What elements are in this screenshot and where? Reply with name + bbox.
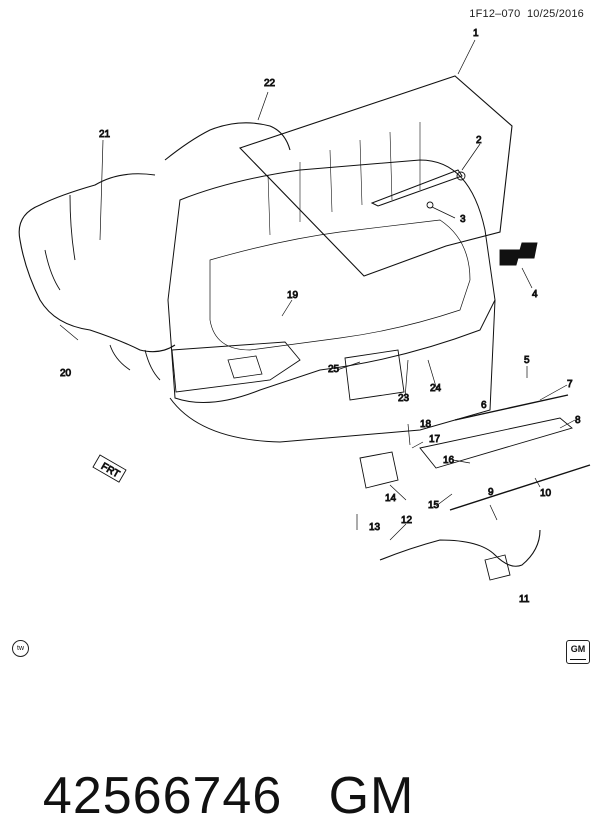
wiper-pivot: [456, 171, 466, 181]
liftgate-inner-contour: [209, 219, 471, 351]
callout-2: 2: [476, 135, 482, 146]
actuator-harness: [379, 529, 541, 567]
liftgate-lower-panel: [169, 299, 496, 443]
callout-24: 24: [430, 383, 442, 394]
liftgate-panel: [167, 159, 496, 403]
gm-badge-logo: GM: [566, 640, 590, 664]
callout-20: 20: [60, 368, 72, 379]
callout-25: 25: [328, 364, 340, 375]
wiring-harness-left: [18, 173, 176, 353]
harness-connector: [484, 554, 511, 581]
callout-14: 14: [385, 493, 397, 504]
wiring-harness-branch: [44, 194, 161, 381]
bowtie-emblem: [499, 242, 538, 266]
wiper-arm: [370, 169, 463, 207]
liftgate-exploded-diagram: 1 2 3 4 5 6 7 8 9 10 11 12 13 14 15 16 1…: [18, 28, 591, 605]
footer-part-number-brand: 42566746 GM: [12, 706, 414, 826]
callout-18: 18: [420, 419, 432, 430]
callout-16: 16: [443, 455, 455, 466]
callout-21: 21: [99, 129, 111, 140]
callout-11: 11: [519, 594, 530, 605]
callout-8: 8: [575, 415, 581, 426]
part-number: 42566746: [42, 767, 283, 825]
glass-defroster-lines: [267, 122, 421, 236]
leader-lines: [59, 39, 576, 541]
callout-22: 22: [264, 78, 276, 89]
callout-17: 17: [429, 434, 441, 445]
callout-19: 19: [287, 290, 299, 301]
callout-5: 5: [524, 355, 530, 366]
callout-13: 13: [369, 522, 381, 533]
callout-7: 7: [567, 379, 573, 390]
applique-bar: [419, 417, 573, 469]
callout-12: 12: [401, 515, 413, 526]
license-plate-pocket: [344, 349, 405, 401]
lower-molding-strip: [449, 464, 591, 511]
tw-logo: tw: [12, 640, 29, 657]
callout-6: 6: [481, 400, 487, 411]
callout-3: 3: [460, 214, 466, 225]
diagram-date: 10/25/2016: [526, 8, 584, 20]
callout-9: 9: [488, 487, 494, 498]
wiper-nut: [426, 201, 434, 209]
diagram-header: 1F12–070 10/25/2016: [469, 8, 584, 20]
front-direction-arrow: FRT: [92, 454, 127, 483]
callout-10: 10: [540, 488, 552, 499]
callout-15: 15: [428, 500, 440, 511]
tail-lamp: [171, 341, 301, 393]
brand-name: GM: [328, 767, 415, 825]
callout-4: 4: [532, 289, 538, 300]
liftgate-window-glass: [238, 75, 513, 277]
diagram-code: 1F12–070: [469, 8, 521, 20]
tail-lamp-lens: [227, 355, 263, 379]
upper-harness: [164, 122, 291, 161]
latch-assembly: [359, 451, 399, 489]
callout-23: 23: [398, 393, 410, 404]
callout-1: 1: [473, 28, 479, 39]
molding-strip: [454, 394, 569, 421]
